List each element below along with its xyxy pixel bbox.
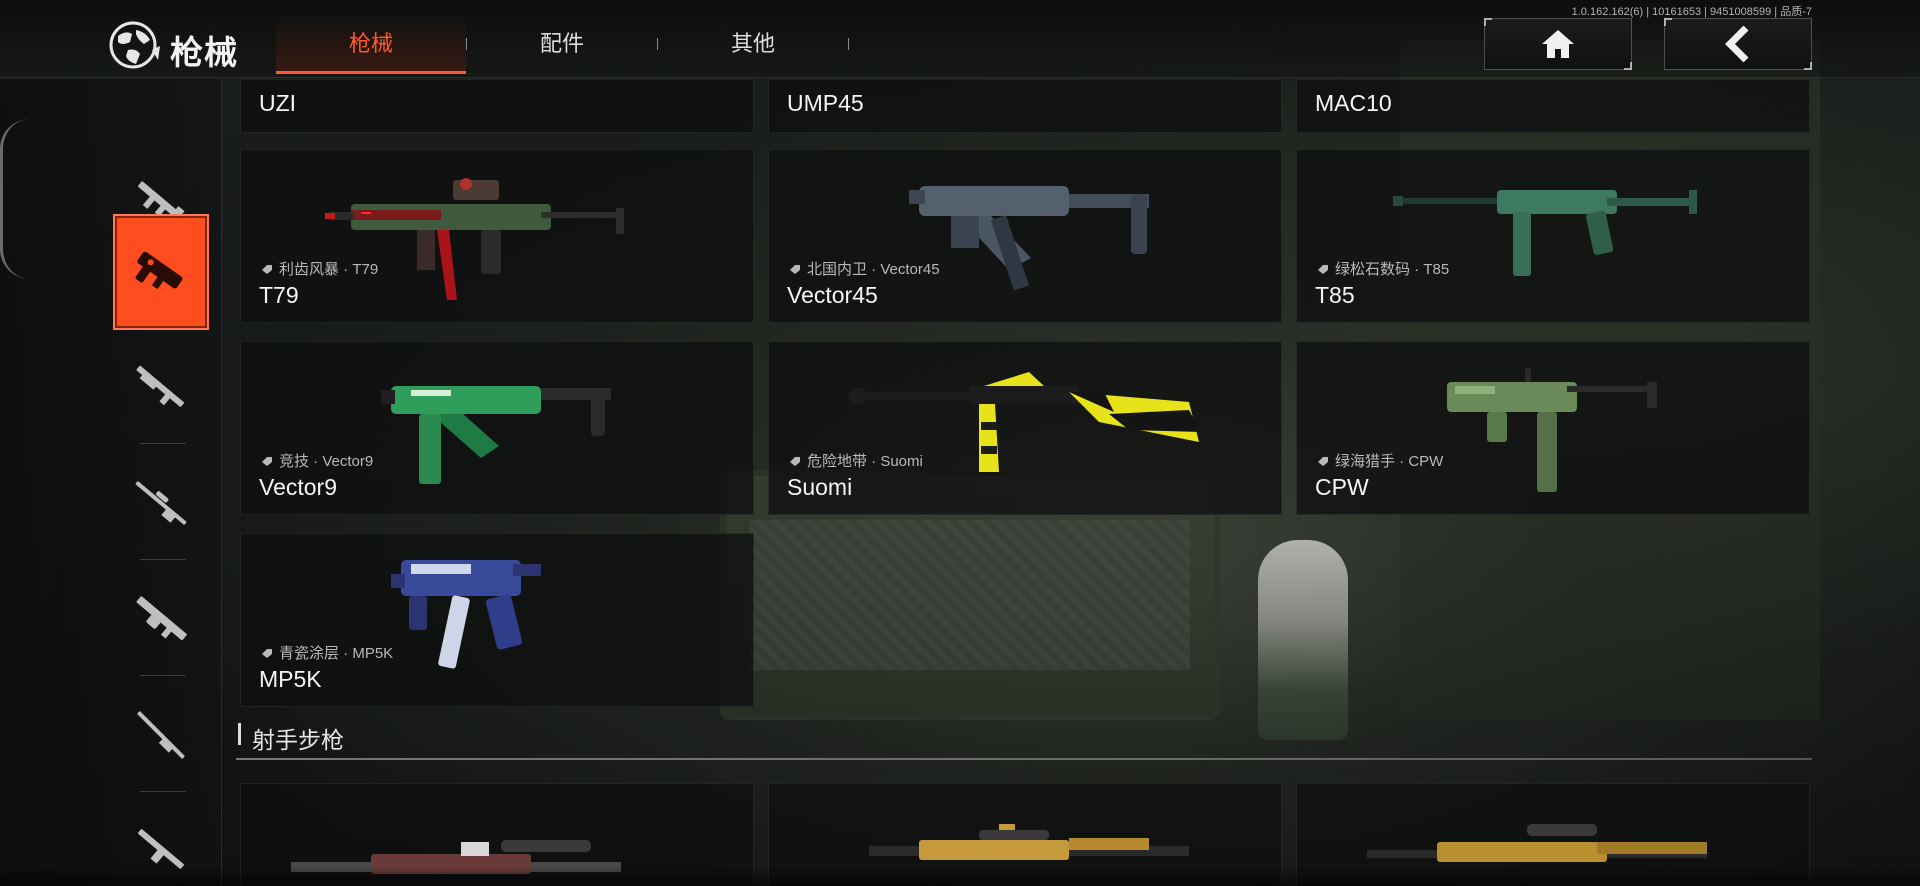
home-icon <box>1542 30 1574 58</box>
sniper-rifle-icon <box>135 481 187 525</box>
cpw-gun-image <box>1447 368 1657 492</box>
vector45-gun-image <box>909 186 1149 291</box>
section-divider <box>236 758 1812 760</box>
sidebar-divider <box>140 443 186 444</box>
tab-other[interactable]: 其他 <box>730 31 775 56</box>
weapon-name: Vector45 <box>787 282 878 308</box>
weapon-card-ump45[interactable]: UMP45 <box>768 79 1282 133</box>
back-icon <box>1725 26 1749 62</box>
marksman-gun-image <box>1367 824 1707 862</box>
weapon-skin-label: 竞技 · Vector9 <box>279 453 374 470</box>
bottom-shade <box>0 866 1920 886</box>
weapon-skin-label: 危险地带 · Suomi <box>807 453 923 470</box>
weapon-name: T85 <box>1315 282 1355 308</box>
t85-gun-image <box>1393 190 1697 276</box>
background-lantern <box>1258 540 1348 740</box>
weapon-category-sidebar <box>0 79 222 886</box>
section-title: 射手步枪 <box>252 727 344 753</box>
background-case-foam <box>750 520 1190 670</box>
globe-icon <box>109 21 160 69</box>
light-machine-gun-icon <box>136 596 187 641</box>
weapon-skin-label: 北国内卫 · Vector45 <box>807 261 940 278</box>
skin-tag-icon <box>262 648 272 658</box>
section-header-marksman-rifles: 射手步枪 <box>236 717 1812 761</box>
weapon-card-mp5k[interactable]: 青瓷涂层 · MP5K MP5K <box>240 533 754 707</box>
tab-attachments[interactable]: 配件 <box>539 31 584 56</box>
home-button[interactable] <box>1484 18 1632 70</box>
assault-rifle-icon <box>138 181 185 221</box>
weapon-skin-label: 青瓷涂层 · MP5K <box>279 645 394 662</box>
sidebar-scroll-arc <box>0 119 30 279</box>
skin-tag-icon <box>262 264 272 274</box>
marksman-rifle-icon <box>137 711 185 759</box>
version-info: 1.0.162.162(6) | 10161653 | 9451008599 |… <box>1571 6 1812 18</box>
sidebar-item-light-machine-gun[interactable] <box>113 571 209 667</box>
sidebar-divider <box>140 675 186 676</box>
skin-tag-icon <box>1318 264 1328 274</box>
weapon-name: MAC10 <box>1315 90 1392 116</box>
weapon-name: Suomi <box>787 474 853 500</box>
vector9-gun-image <box>381 386 611 484</box>
back-button[interactable] <box>1664 18 1812 70</box>
weapon-card-cpw[interactable]: 绿海猎手 · CPW CPW <box>1296 341 1810 515</box>
top-bar: 1.0.162.162(6) | 10161653 | 9451008599 |… <box>0 0 1920 78</box>
weapon-name: UMP45 <box>787 90 864 116</box>
sidebar-item-marksman-rifle[interactable] <box>113 687 209 783</box>
sidebar-item-assault-rifle[interactable] <box>113 154 209 250</box>
weapon-name: T79 <box>259 282 299 308</box>
skin-tag-icon <box>790 456 800 466</box>
mp5k-gun-image <box>391 560 541 669</box>
tab-separator <box>848 38 849 50</box>
submachine-gun-icon <box>135 251 183 290</box>
sidebar-item-submachine-gun[interactable] <box>113 214 209 330</box>
tab-separator <box>466 38 467 50</box>
shotgun-icon <box>136 365 184 407</box>
weapon-skin-label: 绿海猎手 · CPW <box>1335 453 1444 470</box>
weapon-card-mac10[interactable]: MAC10 <box>1296 79 1810 133</box>
tab-separator <box>657 38 658 50</box>
sidebar-item-pistol[interactable] <box>113 801 209 886</box>
weapon-card-suomi[interactable]: 危险地带 · Suomi Suomi <box>768 341 1282 515</box>
sidebar-divider <box>140 559 186 560</box>
tab-guns[interactable]: 枪械 <box>276 14 466 74</box>
weapon-name: MP5K <box>259 666 322 692</box>
weapon-name: CPW <box>1315 474 1369 500</box>
weapon-name: UZI <box>259 90 297 116</box>
skin-tag-icon <box>262 456 272 466</box>
suomi-gun-image <box>849 372 1201 472</box>
weapon-skin-label: 绿松石数码 · T85 <box>1335 261 1450 278</box>
weapon-name: Vector9 <box>259 474 337 500</box>
sidebar-item-sniper-rifle[interactable] <box>113 455 209 551</box>
skin-tag-icon <box>790 264 800 274</box>
weapon-card-vector45[interactable]: 北国内卫 · Vector45 Vector45 <box>768 149 1282 323</box>
section-accent-bar <box>238 723 241 745</box>
page-title: 枪械 <box>170 34 238 71</box>
sidebar-item-shotgun[interactable] <box>113 339 209 435</box>
skin-tag-icon <box>1318 456 1328 466</box>
weapon-skin-label: 利齿风暴 · T79 <box>279 261 379 278</box>
weapon-card-vector9[interactable]: 竞技 · Vector9 Vector9 <box>240 341 754 515</box>
weapon-card-t85[interactable]: 绿松石数码 · T85 T85 <box>1296 149 1810 323</box>
t79-gun-image <box>325 178 624 300</box>
pistol-icon <box>138 829 184 869</box>
marksman-gun-image <box>869 824 1189 860</box>
sidebar-divider <box>140 791 186 792</box>
weapon-grid: UZI UMP45 MAC10 利齿风暴 · T79 T79 <box>236 79 1816 886</box>
weapon-card-t79[interactable]: 利齿风暴 · T79 T79 <box>240 149 754 323</box>
weapon-card-uzi[interactable]: UZI <box>240 79 754 133</box>
